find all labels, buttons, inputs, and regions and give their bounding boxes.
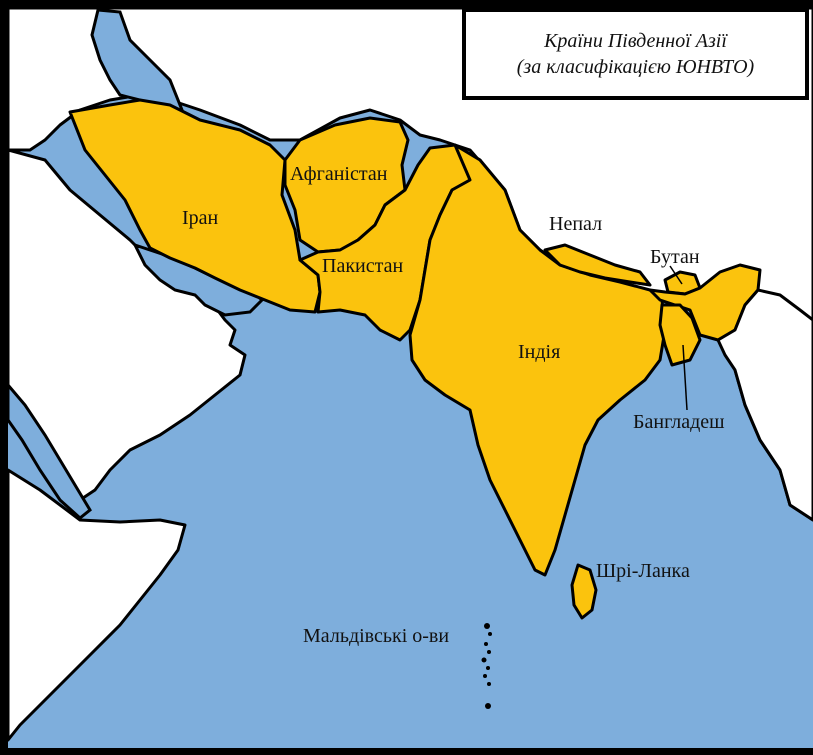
label-sri-lanka: Шрі-Ланка: [596, 560, 690, 582]
label-india: Індія: [518, 341, 560, 363]
maldives-islands: [481, 623, 492, 709]
label-afghanistan: Афганістан: [290, 163, 388, 185]
label-iran: Іран: [182, 207, 219, 229]
leader-bangladesh: [682, 344, 688, 411]
map-title-box: Країни Південної Азії (за класифікацією …: [462, 8, 809, 100]
country-nepal: [543, 243, 652, 287]
south-asia-map: Іран Афганістан Пакистан Індія Непал Бут…: [8, 8, 813, 748]
map-title-line1: Країни Південної Азії: [544, 30, 727, 52]
land-africa: [8, 468, 187, 742]
label-bangladesh: Бангладеш: [633, 411, 725, 433]
country-bangladesh: [658, 303, 702, 367]
country-sri-lanka: [570, 563, 598, 620]
map-title-line2: (за класифікацією ЮНВТО): [516, 56, 755, 78]
label-bhutan: Бутан: [650, 246, 700, 268]
label-maldives: Мальдівські о-ви: [303, 625, 449, 647]
red-sea: [8, 382, 92, 520]
label-nepal: Непал: [549, 213, 602, 235]
land-myanmar: [716, 288, 813, 522]
label-pakistan: Пакистан: [322, 255, 403, 277]
leader-bhutan: [669, 265, 683, 285]
